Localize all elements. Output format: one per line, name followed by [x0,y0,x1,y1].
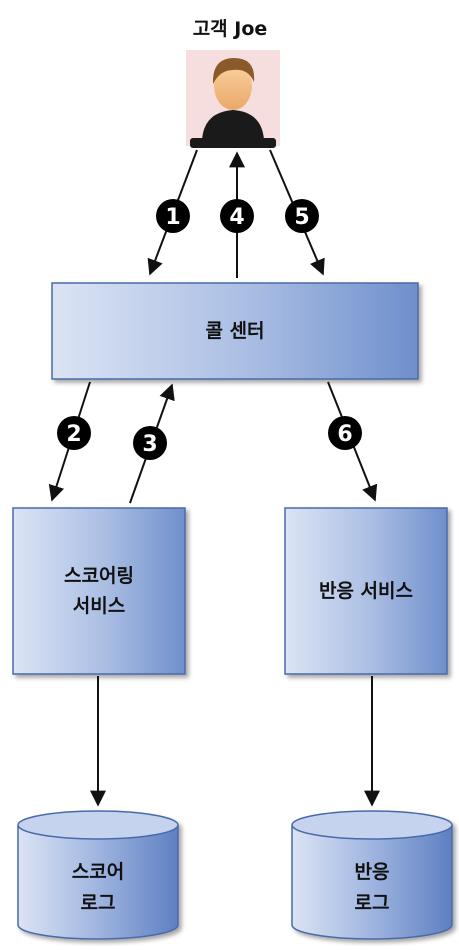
step-badge-6: 6 [328,416,362,450]
score-log-label: 스코어 로그 [71,861,125,914]
step-badge-1: 1 [156,199,190,233]
svg-text:1: 1 [165,205,180,230]
response-log-cylinder [291,810,453,940]
customer-face-shape [214,62,252,110]
customer-label: 고객 Joe [192,18,268,40]
response-log-label: 반응 로그 [354,861,390,914]
step-badge-5: 5 [285,199,319,233]
score-log-cylinder [17,810,179,940]
step-badge-2: 2 [57,416,91,450]
scoring-service-box [12,507,186,675]
call-center-box [51,282,419,380]
scoring-service-label: 스코어링 서비스 [64,564,134,617]
response-service-label: 반응 서비스 [318,579,413,602]
svg-text:3: 3 [142,432,157,457]
customer-avatar [186,50,280,148]
svg-text:6: 6 [337,422,352,447]
step-badge-3: 3 [133,426,167,460]
svg-text:4: 4 [229,205,244,230]
customer-hair-shape [212,58,255,84]
svg-text:5: 5 [294,205,309,230]
customer-body-shape [202,110,264,140]
svg-text:2: 2 [66,422,81,447]
step-badge-4: 4 [220,199,254,233]
response-service-box [284,507,448,675]
call-center-label: 콜 센터 [205,319,265,342]
